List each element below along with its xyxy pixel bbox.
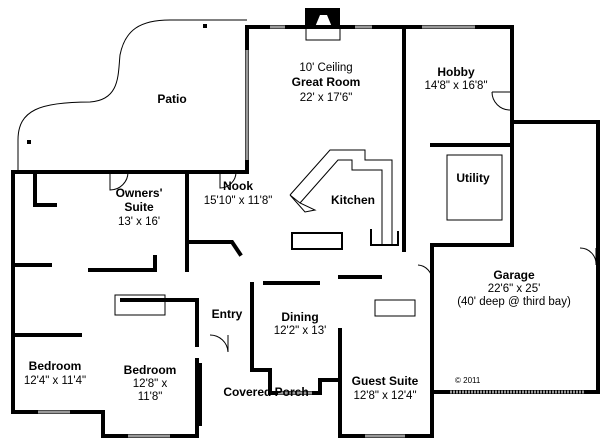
fireplace (305, 8, 341, 41)
owners-suite-size: 13' x 16' (118, 216, 160, 228)
room-label-patio: Patio (157, 92, 186, 106)
room-label-nook: Nook (223, 179, 253, 193)
garage-size: 22'6" x 25' (488, 283, 541, 295)
doors (109, 91, 597, 353)
nook-size: 15'10" x 11'8" (204, 195, 273, 207)
room-label-great-room: Great Room (292, 75, 361, 89)
bedroom-2-size-line2: 11'8" (138, 391, 163, 403)
room-label-guest-suite: Guest Suite (352, 374, 419, 388)
bedroom-1-size: 12'4" x 11'4" (24, 375, 86, 387)
dining-size: 12'2" x 13' (274, 325, 327, 337)
room-label-hobby: Hobby (437, 65, 475, 79)
room-label-owners-suite-line1: Owners' (116, 186, 163, 200)
patio-post (27, 140, 31, 144)
patio-post (203, 24, 207, 28)
patio-outline (17, 19, 247, 172)
bedroom-2-size-line1: 12'8" x (133, 378, 168, 390)
room-label-utility: Utility (456, 171, 490, 185)
room-label-owners-suite-line2: Suite (124, 200, 154, 214)
great-room-note: 10' Ceiling (299, 62, 352, 74)
kitchen-counters (114, 149, 503, 317)
great-room-size: 22' x 17'6" (300, 92, 353, 104)
room-label-dining: Dining (281, 310, 318, 324)
copyright: © 2011 (455, 376, 481, 385)
room-label-bedroom-2: Bedroom (124, 363, 177, 377)
room-label-entry: Entry (212, 307, 243, 321)
room-label-covered-porch: Covered Porch (223, 385, 308, 399)
room-label-kitchen: Kitchen (331, 193, 375, 207)
garage-note: (40' deep @ third bay) (457, 296, 571, 308)
room-label-garage: Garage (493, 268, 535, 282)
room-label-bedroom-1: Bedroom (29, 359, 82, 373)
guest-suite-size: 12'8" x 12'4" (353, 390, 416, 402)
hobby-size: 14'8" x 16'8" (424, 80, 487, 92)
windows (38, 25, 585, 438)
